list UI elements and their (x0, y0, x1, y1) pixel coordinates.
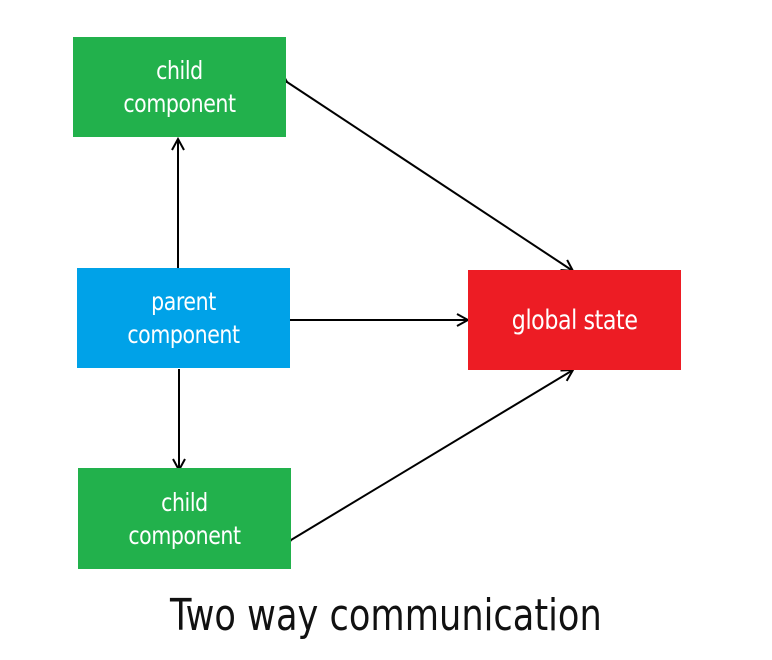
child-bottom-label-line2: component (128, 520, 241, 550)
global-state-box: global state (468, 270, 681, 370)
child-component-bottom: child component (78, 468, 291, 569)
edge-child-bottom-global-state (291, 370, 573, 540)
global-state-label: global state (511, 304, 638, 336)
caption-text: Two way communication (170, 590, 602, 641)
parent-label-line2: component (127, 320, 240, 349)
child-bottom-label-line1: child (161, 487, 208, 517)
edge-child-top-global-state (287, 82, 573, 271)
child-component-top: child component (73, 37, 286, 137)
parent-label-line1: parent (151, 287, 216, 316)
child-top-label-line2: component (123, 89, 236, 118)
parent-component: parent component (77, 268, 290, 368)
diagram-caption: Two way communication (0, 586, 772, 646)
child-top-label-line1: child (156, 56, 203, 85)
